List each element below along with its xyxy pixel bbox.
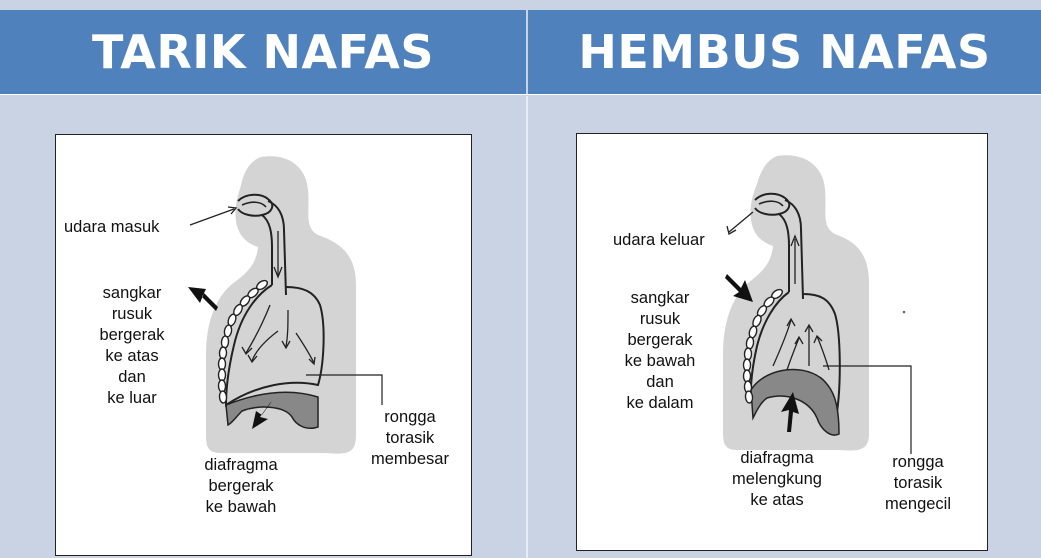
diaphragm-up-label: diafragma melengkung ke atas bbox=[715, 448, 839, 511]
label-line: rusuk bbox=[605, 309, 715, 330]
label-line: sangkar bbox=[84, 283, 180, 304]
panel-separator bbox=[526, 96, 528, 558]
air-in-label: udara masuk bbox=[64, 217, 159, 238]
cavity-shrink-label: rongga torasik mengecil bbox=[865, 452, 971, 515]
label-line: ke dalam bbox=[605, 393, 715, 414]
label-line: melengkung bbox=[715, 469, 839, 490]
exhale-diagram-card: udara keluar sangkar rusuk bergerak ke b… bbox=[576, 133, 988, 551]
label-line: dan bbox=[84, 367, 180, 388]
label-line: membesar bbox=[352, 449, 468, 470]
diaphragm-down-label: diafragma bergerak ke bawah bbox=[181, 455, 301, 518]
label-line: rongga bbox=[352, 407, 468, 428]
cavity-expand-label: rongga torasik membesar bbox=[352, 407, 468, 470]
ribcage-up-label: sangkar rusuk bergerak ke atas dan ke lu… bbox=[84, 283, 180, 409]
label-line: bergerak bbox=[605, 330, 715, 351]
label-line: ke atas bbox=[715, 490, 839, 511]
exhale-header: HEMBUS NAFAS bbox=[528, 10, 1041, 94]
label-line: bergerak bbox=[84, 325, 180, 346]
air-out-label: udara keluar bbox=[613, 230, 705, 251]
label-line: sangkar bbox=[605, 288, 715, 309]
label-line: ke luar bbox=[84, 388, 180, 409]
label-line: ke bawah bbox=[605, 351, 715, 372]
label-line: dan bbox=[605, 372, 715, 393]
ribcage-down-label: sangkar rusuk bergerak ke bawah dan ke d… bbox=[605, 288, 715, 414]
label-line: rongga bbox=[865, 452, 971, 473]
label-line: diafragma bbox=[181, 455, 301, 476]
label-line: rusuk bbox=[84, 304, 180, 325]
label-line: ke atas bbox=[84, 346, 180, 367]
label-line: mengecil bbox=[865, 494, 971, 515]
label-line: diafragma bbox=[715, 448, 839, 469]
header-divider bbox=[0, 94, 1041, 95]
label-line: torasik bbox=[352, 428, 468, 449]
label-line: ke bawah bbox=[181, 497, 301, 518]
label-line: torasik bbox=[865, 473, 971, 494]
inhale-diagram-card: udara masuk sangkar rusuk bergerak ke at… bbox=[55, 134, 472, 556]
inhale-header: TARIK NAFAS bbox=[0, 10, 526, 94]
label-line: bergerak bbox=[181, 476, 301, 497]
